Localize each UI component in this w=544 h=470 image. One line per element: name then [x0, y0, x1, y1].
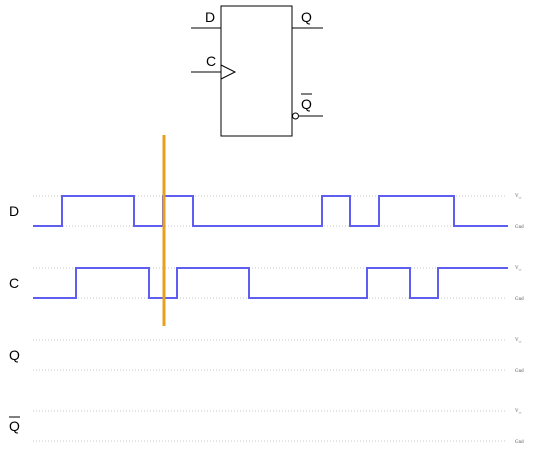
pin-label-d: D	[205, 9, 215, 25]
rail-label-vcc-c: Vcc	[515, 266, 522, 272]
pin-label-q: Q	[301, 9, 312, 25]
waveform-c	[33, 267, 508, 299]
flip-flop-body	[220, 5, 293, 137]
flip-flop-symbol: D Q C Q	[191, 5, 323, 137]
rail-label-vcc-d: Vcc	[515, 194, 522, 200]
rail-label-vcc-sub-q: cc	[519, 340, 522, 344]
rail-label-vcc-sub-c: cc	[519, 268, 522, 272]
waveform-d	[33, 195, 508, 227]
row-label-c: C	[9, 275, 19, 291]
rail-label-vcc-sub-qbar: cc	[519, 411, 522, 415]
pin-label-qbar: Q	[301, 96, 312, 112]
row-label-d: D	[9, 203, 19, 219]
rail-label-vcc-q: Vcc	[515, 338, 522, 344]
row-label-q: Q	[9, 347, 20, 363]
rail-label-gnd-d: Gnd	[515, 225, 524, 230]
rail-label-vcc-qbar: Vcc	[515, 409, 522, 415]
pin-label-c: C	[206, 53, 216, 69]
rail-label-gnd-c: Gnd	[515, 297, 524, 302]
rail-label-gnd-qbar: Gnd	[515, 440, 524, 445]
rail-label-gnd-q: Gnd	[515, 369, 524, 374]
inversion-bubble	[292, 112, 299, 120]
clock-triangle	[220, 64, 237, 80]
row-label-qbar: Q	[9, 418, 20, 434]
rail-label-vcc-sub-d: cc	[519, 196, 522, 200]
